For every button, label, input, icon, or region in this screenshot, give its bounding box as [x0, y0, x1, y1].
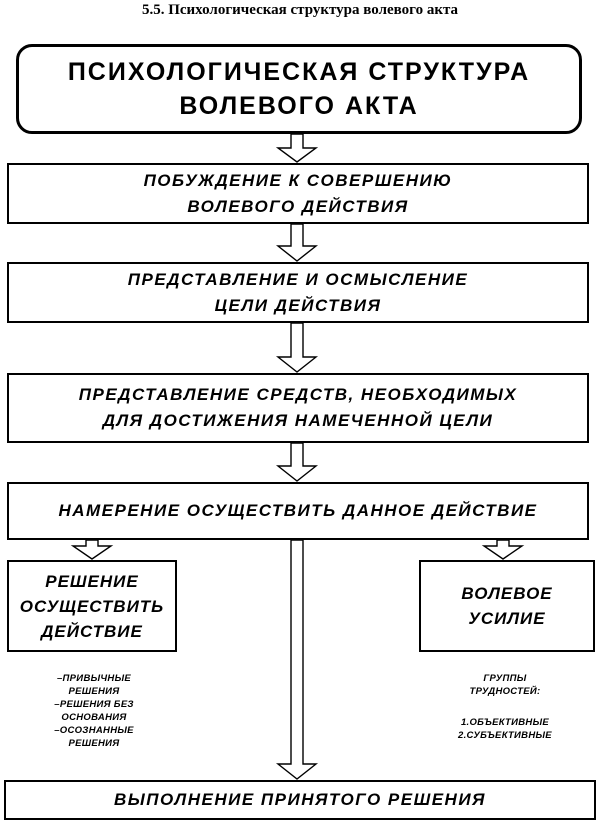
diagram-title-box: ПСИХОЛОГИЧЕСКАЯ СТРУКТУРА ВОЛЕВОГО АКТА [16, 44, 582, 134]
step-means-box: ПРЕДСТАВЛЕНИЕ СРЕДСТВ, НЕОБХОДИМЫХ ДЛЯ Д… [7, 373, 589, 443]
step-execution-box: ВЫПОЛНЕНИЕ ПРИНЯТОГО РЕШЕНИЯ [4, 780, 596, 820]
step-motive-box: ПОБУЖДЕНИЕ К СОВЕРШЕНИЮ ВОЛЕВОГО ДЕЙСТВИ… [7, 163, 589, 224]
step-means-label: ПРЕДСТАВЛЕНИЕ СРЕДСТВ, НЕОБХОДИМЫХ ДЛЯ Д… [78, 385, 518, 430]
arrow-down-icon [275, 442, 319, 482]
step-intent-box: НАМЕРЕНИЕ ОСУЩЕСТВИТЬ ДАННОЕ ДЕЙСТВИЕ [7, 482, 589, 540]
arrow-down-icon [275, 223, 319, 262]
arrow-down-icon [275, 322, 319, 373]
step-decision-label: РЕШЕНИЕ ОСУЩЕСТВИТЬ ДЕЙСТВИЕ [19, 571, 165, 641]
step-effort-label: ВОЛЕВОЕ УСИЛИЕ [461, 584, 553, 628]
arrow-down-icon [275, 133, 319, 163]
arrow-down-icon [275, 539, 319, 780]
difficulty-item: 1.ОБЪЕКТИВНЫЕ [460, 717, 550, 728]
difficulties-list: ГРУППЫ ТРУДНОСТЕЙ: 1.ОБЪЕКТИВНЫЕ 2.СУБЪЕ… [425, 672, 585, 742]
step-intent-label: НАМЕРЕНИЕ ОСУЩЕСТВИТЬ ДАННОЕ ДЕЙСТВИЕ [58, 501, 538, 520]
difficulties-heading: ГРУППЫ ТРУДНОСТЕЙ: [469, 673, 541, 697]
decision-type-item: –ПРИВЫЧНЫЕ РЕШЕНИЯ [56, 673, 132, 697]
step-decision-box: РЕШЕНИЕ ОСУЩЕСТВИТЬ ДЕЙСТВИЕ [7, 560, 177, 652]
decision-types-list: –ПРИВЫЧНЫЕ РЕШЕНИЯ –РЕШЕНИЯ БЕЗ ОСНОВАНИ… [30, 672, 158, 750]
decision-type-item: –РЕШЕНИЯ БЕЗ ОСНОВАНИЯ [54, 699, 134, 723]
difficulty-item: 2.СУБЪЕКТИВНЫЕ [458, 730, 552, 741]
step-goal-box: ПРЕДСТАВЛЕНИЕ И ОСМЫСЛЕНИЕ ЦЕЛИ ДЕЙСТВИЯ [7, 262, 589, 323]
arrow-down-icon [70, 539, 114, 560]
step-effort-box: ВОЛЕВОЕ УСИЛИЕ [419, 560, 595, 652]
step-goal-label: ПРЕДСТАВЛЕНИЕ И ОСМЫСЛЕНИЕ ЦЕЛИ ДЕЙСТВИЯ [127, 269, 469, 315]
diagram-title: ПСИХОЛОГИЧЕСКАЯ СТРУКТУРА ВОЛЕВОГО АКТА [67, 58, 531, 120]
step-motive-label: ПОБУЖДЕНИЕ К СОВЕРШЕНИЮ ВОЛЕВОГО ДЕЙСТВИ… [143, 170, 453, 216]
arrow-down-icon [481, 539, 525, 560]
decision-type-item: –ОСОЗНАННЫЕ РЕШЕНИЯ [54, 725, 134, 749]
figure-caption: 5.5. Психологическая структура волевого … [141, 2, 459, 18]
step-execution-label: ВЫПОЛНЕНИЕ ПРИНЯТОГО РЕШЕНИЯ [114, 790, 486, 809]
